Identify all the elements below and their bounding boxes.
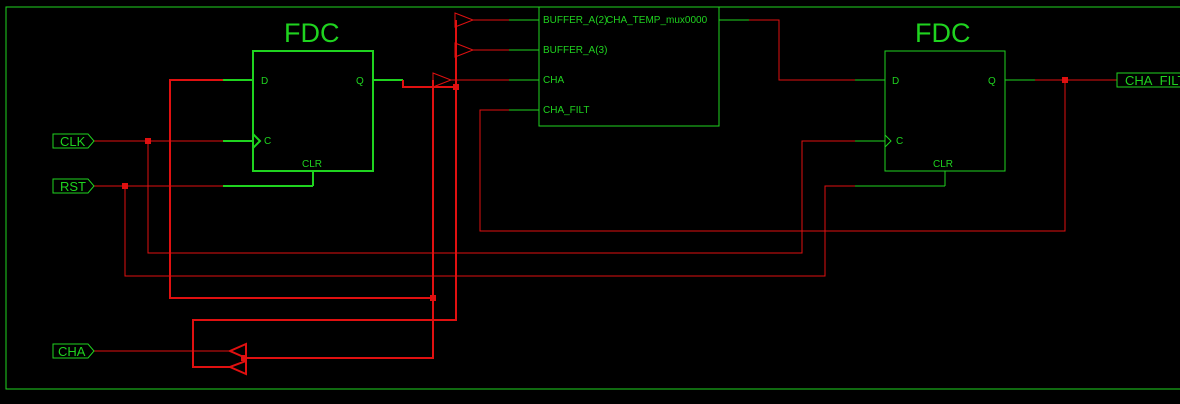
port-cha-filt-shape[interactable] xyxy=(1116,72,1180,88)
port-rst-shape[interactable] xyxy=(52,178,95,194)
fdc2-symbol[interactable]: FDC D Q C CLR xyxy=(855,18,1035,187)
junction-dot xyxy=(122,183,128,189)
port-rst-label: RST xyxy=(60,179,86,194)
mux-symbol[interactable]: BUFFER_A(2) CHA_TEMP_mux0000 BUFFER_A(3)… xyxy=(509,6,749,127)
port-clk[interactable]: CLK xyxy=(52,133,95,149)
fdc1-clock-triangle xyxy=(252,133,262,149)
fdc1-title: FDC xyxy=(284,18,340,48)
junction-dot xyxy=(453,84,459,90)
mux-pin-in3: CHA xyxy=(543,75,564,86)
fdc2-clock-triangle xyxy=(884,134,892,148)
port-cha-shape[interactable] xyxy=(52,343,95,359)
junction-dot xyxy=(145,138,151,144)
buffer-icon[interactable] xyxy=(432,72,453,88)
fdc1-pin-q: Q xyxy=(356,76,364,87)
fdc1-pin-c: C xyxy=(264,136,271,147)
port-clk-label: CLK xyxy=(60,134,86,149)
fdc2-pin-q: Q xyxy=(988,76,996,87)
mux-pin-in4: CHA_FILT xyxy=(543,105,590,116)
mux-pin-in2: BUFFER_A(3) xyxy=(543,45,607,56)
fdc2-pin-c: C xyxy=(896,136,903,147)
port-cha-filt[interactable]: CHA_FILT xyxy=(1116,72,1180,88)
junction-dot xyxy=(430,295,436,301)
buffer-icon[interactable] xyxy=(227,342,247,360)
junction-dot xyxy=(1062,77,1068,83)
port-cha-filt-label: CHA_FILT xyxy=(1125,73,1180,88)
sheet-border xyxy=(5,6,1180,390)
net-rst-to-fdc2[interactable] xyxy=(124,185,855,277)
fdc2-pin-d: D xyxy=(892,76,899,87)
net-cha-filt-feedback[interactable] xyxy=(479,80,1066,232)
net-buffer-feed[interactable] xyxy=(192,20,457,368)
port-cha[interactable]: CHA xyxy=(52,343,95,359)
buffer-icon[interactable] xyxy=(454,12,475,28)
buffer-icon[interactable] xyxy=(454,42,475,58)
fdc1-body[interactable] xyxy=(252,50,374,172)
net-fdc1-q[interactable] xyxy=(402,80,456,88)
junction-dot xyxy=(241,355,247,361)
junctions xyxy=(122,77,1068,361)
port-clk-shape[interactable] xyxy=(52,133,95,149)
port-cha-label: CHA xyxy=(58,344,86,359)
mux-pin-in1: BUFFER_A(2) xyxy=(543,15,607,26)
fdc2-body[interactable] xyxy=(884,50,1006,172)
fdc1-pin-d: D xyxy=(261,76,268,87)
net-clk-to-fdc2[interactable] xyxy=(147,140,855,254)
buffer-icon[interactable] xyxy=(227,359,247,376)
net-fdc1-d-feedback[interactable] xyxy=(169,79,433,299)
fdc2-pin-clr: CLR xyxy=(933,159,953,170)
net-cha-buffered[interactable] xyxy=(246,80,434,359)
net-mux-out[interactable] xyxy=(749,19,855,81)
selected-nets[interactable] xyxy=(94,19,1117,368)
mux-pin-out: CHA_TEMP_mux0000 xyxy=(606,15,708,26)
port-rst[interactable]: RST xyxy=(52,178,95,194)
fdc1-symbol[interactable]: FDC D Q C CLR xyxy=(223,18,403,187)
mux-body[interactable] xyxy=(538,6,720,127)
fdc2-title: FDC xyxy=(915,18,971,48)
fdc1-pin-clr: CLR xyxy=(302,159,322,170)
